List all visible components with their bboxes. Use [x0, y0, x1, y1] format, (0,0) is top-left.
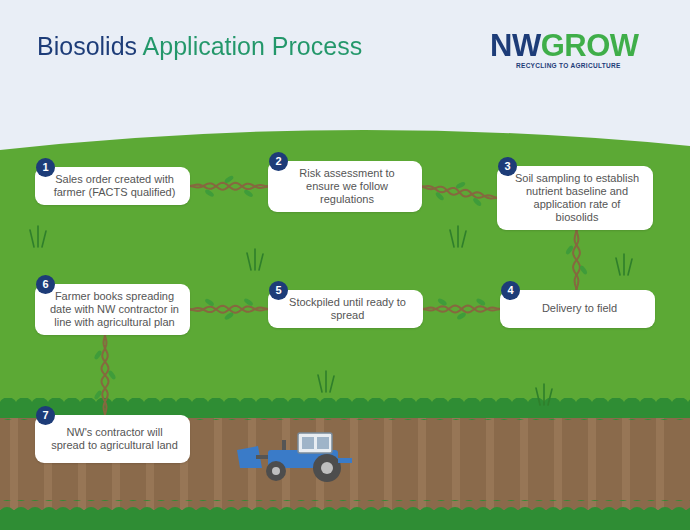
vine-leaf [93, 390, 103, 401]
vine-leaf [455, 181, 466, 190]
callout-number: 3 [498, 157, 517, 176]
step-text: Stockpiled until ready to spread [268, 290, 423, 327]
step-text: Delivery to field [500, 290, 655, 320]
vine-connector [565, 230, 589, 290]
step-text: Farmer books spreading date with NW cont… [35, 284, 190, 334]
logo-wordmark: NWGROW [490, 28, 639, 64]
vine-leaf [434, 191, 444, 201]
vine-stem [573, 230, 580, 290]
callout-number: 2 [269, 152, 288, 171]
vine-leaf [224, 311, 235, 321]
vine-stem [190, 183, 268, 190]
vine-leaf [437, 297, 448, 307]
step-text: Risk assessment to ensure we follow regu… [268, 161, 422, 211]
vine-leaf [456, 311, 467, 321]
vine-connector [190, 175, 268, 199]
process-box: 3Soil sampling to establish nutrient bas… [497, 166, 653, 230]
vine-stem [190, 306, 268, 313]
diagram-title: Biosolids Application Process [37, 32, 362, 61]
callout-number: 5 [269, 281, 288, 300]
callout-number: 7 [36, 406, 55, 425]
vine-connector [422, 181, 497, 207]
vine-connector [93, 335, 117, 415]
vine-leaf [565, 245, 575, 256]
vine-stem [423, 306, 500, 313]
soil [0, 414, 690, 530]
logo-tagline: RECYCLING TO AGRICULTURE [516, 62, 621, 69]
process-box: 6Farmer books spreading date with NW con… [35, 284, 190, 335]
vine-stem [190, 306, 268, 313]
vine-stem [423, 306, 500, 313]
process-box: 5Stockpiled until ready to spread [268, 290, 423, 328]
step-text: Sales order created with farmer (FACTS q… [35, 167, 190, 204]
vine-leaf [579, 265, 589, 276]
vine-stem [102, 335, 109, 415]
process-box: 2Risk assessment to ensure we follow reg… [268, 161, 422, 212]
process-box: 4Delivery to field [500, 290, 655, 328]
vine-leaf [204, 188, 215, 198]
vine-stem [573, 230, 580, 290]
vine-stem [422, 187, 497, 199]
vine-leaf [243, 297, 254, 306]
field [0, 130, 690, 530]
callout-number: 1 [36, 158, 55, 177]
vine-connector [190, 297, 268, 321]
vine-leaf [204, 298, 215, 307]
step-text: NW's contractor will spread to agricultu… [35, 415, 190, 457]
callout-number: 4 [501, 281, 520, 300]
step-text: Soil sampling to establish nutrient base… [497, 166, 653, 229]
vine-leaf [472, 197, 482, 207]
vine-stem [190, 183, 268, 190]
vine-leaf [107, 370, 117, 381]
vine-leaf [243, 189, 254, 199]
vine-leaf [224, 175, 235, 184]
callout-number: 6 [36, 275, 55, 294]
process-box: 7NW's contractor will spread to agricult… [35, 415, 190, 463]
tractor [237, 433, 352, 482]
vine-leaf [93, 350, 103, 361]
vine-connector [423, 297, 500, 321]
process-box: 1Sales order created with farmer (FACTS … [35, 167, 190, 205]
vine-leaf [475, 297, 486, 307]
bottom-grass-base [0, 510, 690, 530]
vine-stem [102, 335, 109, 415]
